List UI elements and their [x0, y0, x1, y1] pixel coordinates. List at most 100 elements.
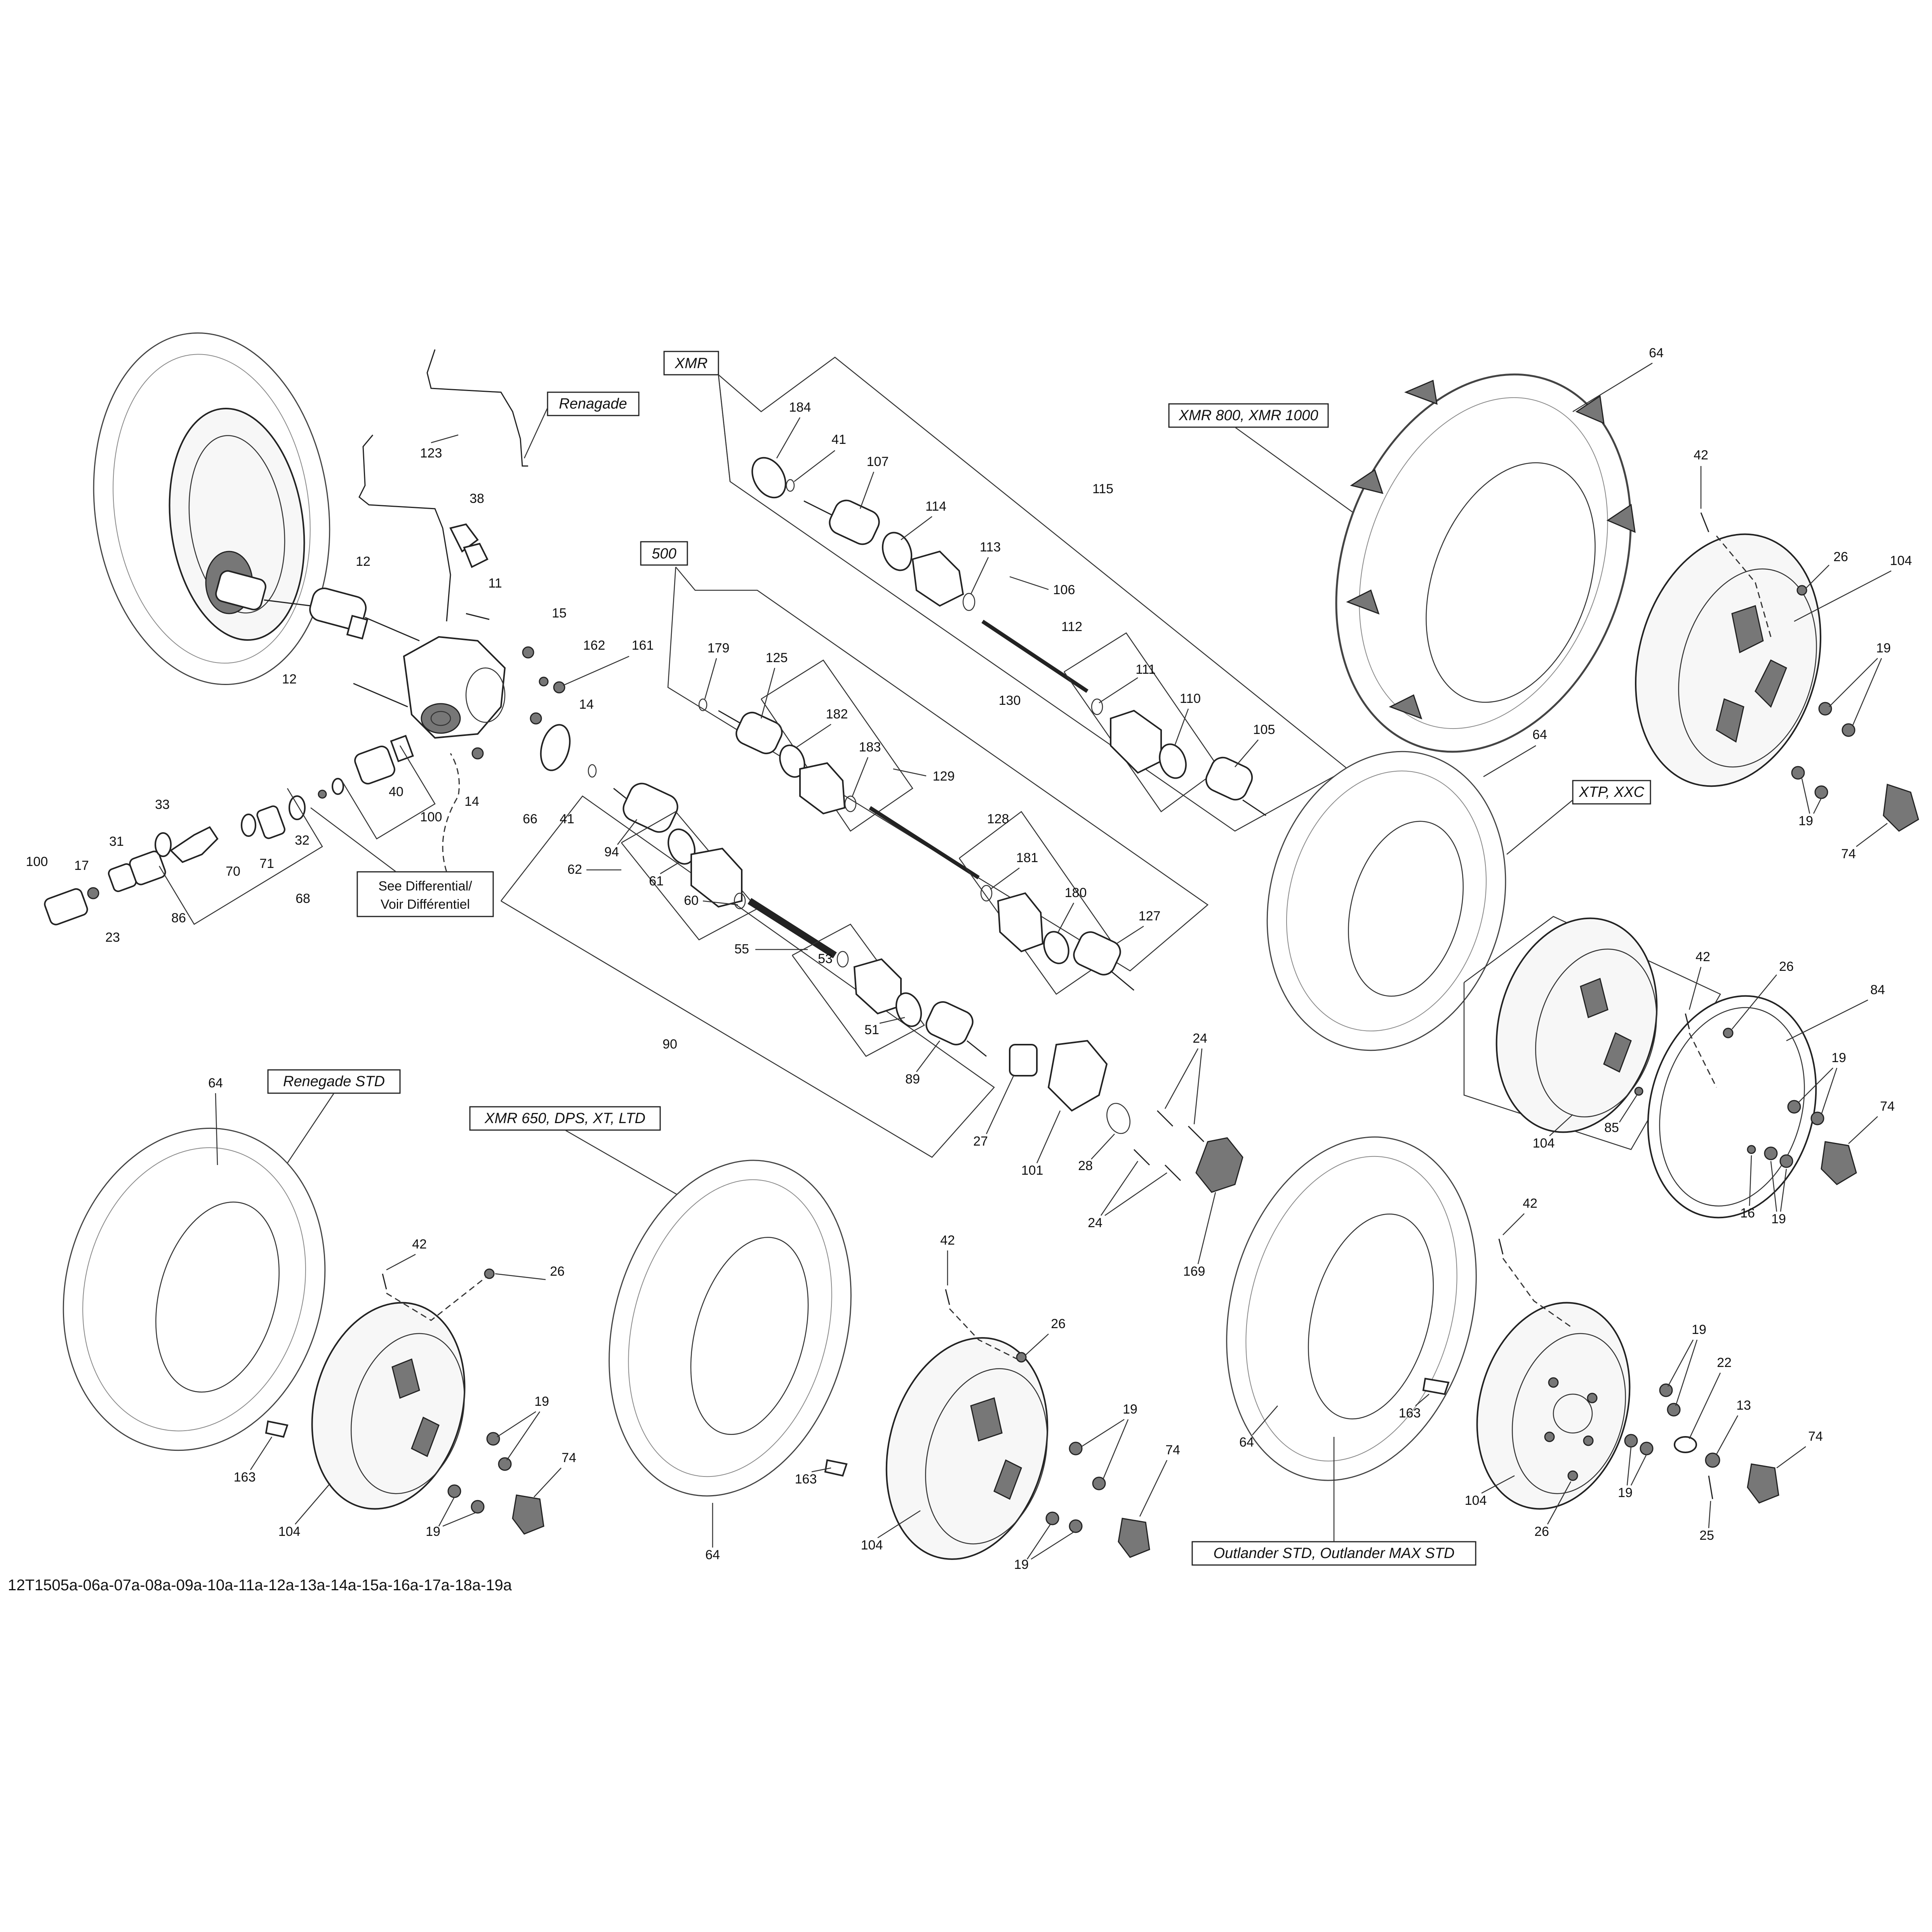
callout-85: 85 — [1604, 1120, 1619, 1135]
joint-127 — [1073, 931, 1134, 991]
tire-outlander — [1226, 1136, 1477, 1481]
ring-32 — [289, 795, 306, 820]
nut-15 — [522, 646, 534, 659]
callout-86: 86 — [171, 911, 186, 925]
boot-500-inner — [799, 762, 846, 815]
callout-64c: 64 — [208, 1076, 223, 1090]
nut-26-xmr — [1016, 1352, 1027, 1363]
ring-41-xmr — [786, 479, 795, 492]
label-500-box — [640, 541, 688, 566]
callout-130: 130 — [999, 693, 1021, 708]
bracket-90 — [501, 795, 995, 1158]
label-xmr650-box — [469, 1106, 661, 1131]
callout-111: 111 — [1136, 662, 1156, 677]
callout-123: 123 — [420, 446, 442, 461]
clamp-61 — [668, 828, 696, 865]
weight-163-out — [1422, 1377, 1450, 1395]
hose-clamp-2 — [463, 543, 489, 568]
gear-71 — [256, 805, 285, 839]
nut-19-tr1 — [1818, 702, 1832, 716]
nut-19-rs2 — [498, 1457, 512, 1471]
bolt-16 — [1747, 1145, 1756, 1154]
callout-74b: 74 — [1880, 1099, 1895, 1114]
joint-89 — [925, 1001, 987, 1057]
callout-64b: 64 — [1532, 727, 1547, 742]
nut-19-xmr1 — [1069, 1442, 1083, 1456]
bracket-130 — [667, 567, 1209, 972]
clamp-60 — [734, 892, 746, 909]
callout-31: 31 — [109, 834, 124, 849]
bolt-85 — [1634, 1087, 1643, 1096]
callout-101: 101 — [1021, 1163, 1043, 1178]
label-renegade-std: Renegade STD — [283, 1073, 385, 1090]
axle-bar-55 — [748, 898, 837, 958]
callout-184: 184 — [789, 400, 811, 415]
nut-19-xtp4 — [1779, 1154, 1793, 1168]
label-renagade-box — [547, 391, 640, 416]
hose-clamp — [449, 523, 479, 553]
callout-104d: 104 — [861, 1538, 883, 1553]
callout-94: 94 — [604, 845, 619, 859]
tire-xtp — [1266, 751, 1506, 1051]
callout-13: 13 — [1736, 1398, 1751, 1413]
valve-42-out — [1498, 1238, 1504, 1255]
coupler-40 — [354, 746, 395, 784]
callout-169: 169 — [1183, 1264, 1205, 1279]
callout-106: 106 — [1053, 583, 1075, 597]
mud-tire-xmr — [1335, 373, 1636, 753]
front-differential — [403, 636, 506, 739]
nut-14-lower — [471, 747, 484, 760]
clamp-113 — [962, 593, 976, 611]
see-differential-box — [356, 871, 494, 917]
beadlock-ring-84 — [1647, 995, 1817, 1219]
callout-51: 51 — [864, 1023, 879, 1037]
joint-105 — [1205, 756, 1266, 816]
nut-26-out — [1567, 1470, 1578, 1481]
nut-19-xmr2 — [1092, 1476, 1106, 1490]
nut-161 — [553, 681, 565, 694]
stud-24c — [1133, 1149, 1150, 1166]
washer-23 — [87, 887, 99, 899]
valve-42-tr — [1700, 512, 1709, 532]
cap-74-out — [1747, 1463, 1779, 1504]
callout-12a: 12 — [356, 554, 370, 569]
clamp-114 — [882, 532, 913, 571]
boot-90-inner — [690, 847, 743, 908]
callout-74d: 74 — [1165, 1443, 1180, 1457]
bracket-53 — [791, 923, 925, 1057]
ring-small-b — [332, 778, 344, 795]
label-xmr-box — [663, 351, 719, 376]
bolt-11 — [466, 613, 490, 620]
tire-xmr650 — [609, 1160, 852, 1497]
callout-19b: 19 — [1798, 814, 1813, 828]
cap-74-rs — [512, 1494, 544, 1535]
ring-41 — [588, 764, 597, 778]
weight-163-xmr — [824, 1459, 848, 1477]
nut-19-xtp3 — [1764, 1146, 1778, 1160]
callout-41b: 41 — [831, 432, 846, 447]
callout-26c: 26 — [550, 1264, 565, 1279]
see-differential-line2: Voir Différentiel — [381, 897, 470, 912]
boot-500-outer — [997, 892, 1044, 953]
boot-xmr-inner — [911, 550, 964, 607]
callout-104b: 104 — [1533, 1136, 1555, 1151]
label-xmr800: XMR 800, XMR 1000 — [1178, 407, 1318, 424]
callout-26e: 26 — [1534, 1524, 1549, 1539]
callout-100b: 100 — [26, 854, 48, 869]
callout-163c: 163 — [1399, 1406, 1421, 1421]
sleeve-100 — [44, 888, 88, 925]
callout-14a: 14 — [579, 697, 594, 712]
nut-19-out2 — [1667, 1403, 1681, 1417]
callout-26b: 26 — [1779, 959, 1794, 974]
callout-60: 60 — [684, 893, 699, 908]
callout-127: 127 — [1139, 909, 1161, 923]
nut-19-xmr3 — [1045, 1511, 1059, 1525]
callout-112: 112 — [1061, 619, 1082, 634]
ring-179 — [698, 698, 708, 711]
callout-74a: 74 — [1841, 847, 1856, 861]
callout-53: 53 — [818, 951, 833, 966]
cotter-pin-25 — [1708, 1475, 1713, 1499]
clamp-110 — [1159, 743, 1187, 779]
clamp-181 — [980, 885, 993, 902]
